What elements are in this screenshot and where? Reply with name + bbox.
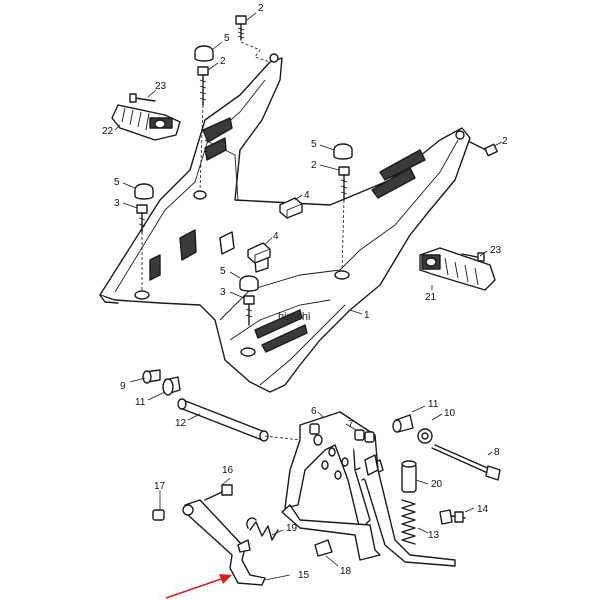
callout-8: 8 [494, 447, 500, 458]
side-stand-bolt [204, 484, 233, 501]
bushing-left [162, 376, 181, 396]
callout-23: 23 [155, 81, 167, 92]
right-footrest [419, 247, 496, 291]
side-stand [182, 499, 266, 586]
callout-11: 11 [428, 399, 439, 410]
upper-bolt [235, 15, 247, 41]
callout-5: 5 [311, 139, 317, 150]
leader-dash-shaft [264, 435, 301, 441]
callout-14: 14 [477, 504, 489, 515]
callout-5: 5 [114, 177, 120, 188]
right-pin [461, 252, 485, 262]
left-footrest [111, 104, 181, 141]
callout-19: 19 [286, 523, 298, 534]
nut-clip-lower [247, 242, 271, 264]
callout-20: 20 [431, 479, 443, 490]
callout-10: 10 [444, 408, 456, 419]
callout-11: 11 [135, 397, 146, 408]
callout-9: 9 [120, 381, 126, 392]
callout-16: 16 [222, 465, 234, 476]
callout-4: 4 [273, 231, 279, 242]
side-spring [246, 517, 279, 541]
stopper-rubber [314, 539, 333, 557]
callout-17: 17 [154, 481, 166, 492]
callout-13: 13 [428, 530, 440, 541]
screw-lower [243, 295, 255, 326]
pivot-shaft [177, 398, 269, 442]
callout-18: 18 [340, 566, 352, 577]
callout-21: 21 [425, 292, 437, 303]
callout-6: 6 [311, 406, 317, 417]
rubber-cap-top [194, 45, 214, 62]
main-spring [401, 499, 416, 545]
callout-23: 23 [490, 245, 502, 256]
callout-2: 2 [502, 136, 508, 147]
callout-22: 22 [102, 126, 114, 137]
callout-2: 2 [258, 3, 264, 14]
washer-right [417, 428, 433, 444]
red-pointer-arrow [165, 574, 232, 599]
callout-7: 7 [348, 419, 354, 430]
callout-1: 1 [364, 310, 370, 321]
callout-15: 15 [298, 570, 310, 581]
stand-bolt [431, 444, 501, 481]
footrest-panel [99, 53, 471, 393]
callout-3: 3 [114, 198, 120, 209]
stand-pins [309, 423, 375, 443]
leader-dash-center [199, 104, 204, 191]
screw-left [136, 204, 148, 233]
watermark: hirochi [278, 311, 310, 323]
callout-5: 5 [224, 33, 230, 44]
leader-dash-upper [240, 41, 271, 63]
callout-4: 4 [304, 190, 310, 201]
collar-left [142, 369, 161, 384]
callout-3: 3 [220, 287, 226, 298]
side-stand-nut [152, 509, 165, 521]
bolt-right [338, 166, 350, 201]
rubber-cap-lower [239, 275, 259, 292]
callout-labels: 2 5 2 23 22 5 3 5 2 2 4 4 5 3 1 23 21 [102, 3, 508, 581]
callout-2: 2 [311, 160, 317, 171]
main-stand [281, 411, 456, 567]
callout-2: 2 [220, 56, 226, 67]
bolt-far-right [469, 141, 498, 157]
callout-5: 5 [220, 266, 226, 277]
spring-holder [401, 460, 417, 493]
rubber-cap-right [333, 143, 353, 160]
bolt-top-center [197, 66, 209, 106]
callout-12: 12 [175, 418, 187, 429]
bushing-right [392, 414, 414, 433]
rubber-cap-left [134, 183, 154, 200]
nut-clip-upper [279, 197, 303, 219]
spring-bolt [439, 509, 466, 525]
left-pin [129, 93, 156, 103]
leader-dash-right [341, 199, 345, 271]
